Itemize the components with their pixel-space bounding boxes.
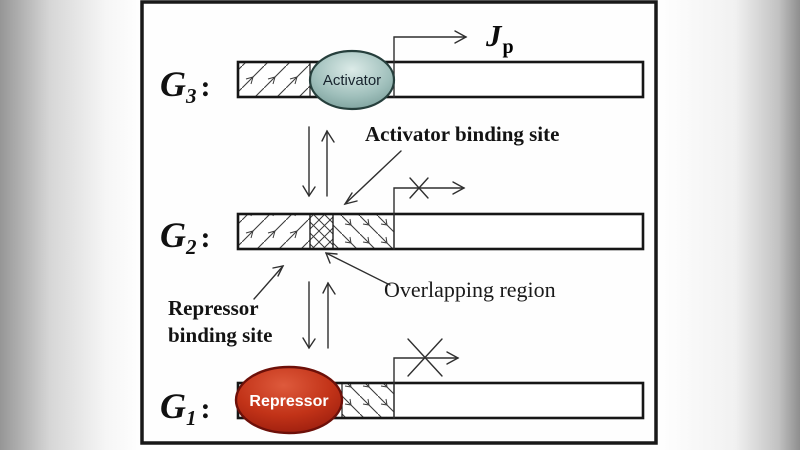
activator-protein-label: Activator — [323, 72, 381, 89]
blocked-transcription-arrow-g1 — [393, 338, 460, 419]
repressor-protein-label: Repressor — [249, 393, 328, 410]
arrowhead-right-icon — [446, 351, 460, 365]
blocked-x-icon — [409, 177, 429, 199]
state-transition-arrows-g3-g2 — [302, 126, 335, 198]
overlapping-region-pointer-arrow — [324, 252, 391, 286]
repressor-binding-site-pointer-arrow — [253, 265, 285, 300]
up-arrow-icon — [322, 281, 336, 349]
repressor-binding-site-label-line1: Repressor — [168, 296, 259, 320]
repressor-protein: Repressor — [234, 365, 344, 435]
activator-protein: Activator — [308, 49, 396, 111]
blocked-x-icon — [407, 338, 443, 377]
overlapping-region-g2 — [309, 213, 334, 250]
overlapping-region-annotation: Overlapping region — [324, 252, 556, 302]
up-arrow-icon — [321, 129, 335, 197]
activator-binding-site-pointer-arrow — [343, 150, 402, 206]
repressor-site-region-g2 — [237, 213, 311, 250]
activator-protein-ellipse — [308, 49, 396, 111]
down-arrow-icon — [302, 126, 316, 198]
activator-binding-site-annotation: Activator binding site — [343, 122, 559, 206]
transcription-flux-label: Jp — [485, 18, 514, 58]
overlapping-region-label: Overlapping region — [384, 277, 556, 302]
blocked-transcription-arrow-g2 — [393, 177, 466, 250]
state-transition-arrows-g2-g1 — [302, 281, 336, 350]
gene-g1-row: G1: Repressor — [160, 338, 645, 435]
activator-site-region-g2 — [332, 213, 395, 250]
gene-label-g3: G3: — [160, 64, 211, 108]
down-arrow-icon — [302, 281, 316, 350]
repressor-binding-site-annotation: Repressor binding site — [168, 265, 285, 347]
gene-bar-outline-g2 — [236, 212, 645, 251]
gene-g2-row: G2: — [160, 177, 645, 259]
gene-g3-row: G3: Jp Activator — [160, 18, 645, 111]
repressor-protein-ellipse — [234, 365, 344, 435]
background-right-gradient — [656, 0, 800, 450]
gene-bar-outline-g3 — [236, 60, 645, 99]
arrowhead-right-icon — [452, 181, 466, 195]
activator-site-region-g1 — [341, 382, 395, 419]
gene-label-g1: G1: — [160, 386, 211, 430]
background-left-gradient — [0, 0, 142, 450]
repressor-binding-site-label-line2: binding site — [168, 323, 272, 347]
repressor-site-region-g3 — [237, 61, 311, 98]
gene-label-g2: G2: — [160, 215, 211, 259]
arrowhead-right-icon — [454, 30, 468, 44]
activator-binding-site-label: Activator binding site — [365, 122, 559, 146]
